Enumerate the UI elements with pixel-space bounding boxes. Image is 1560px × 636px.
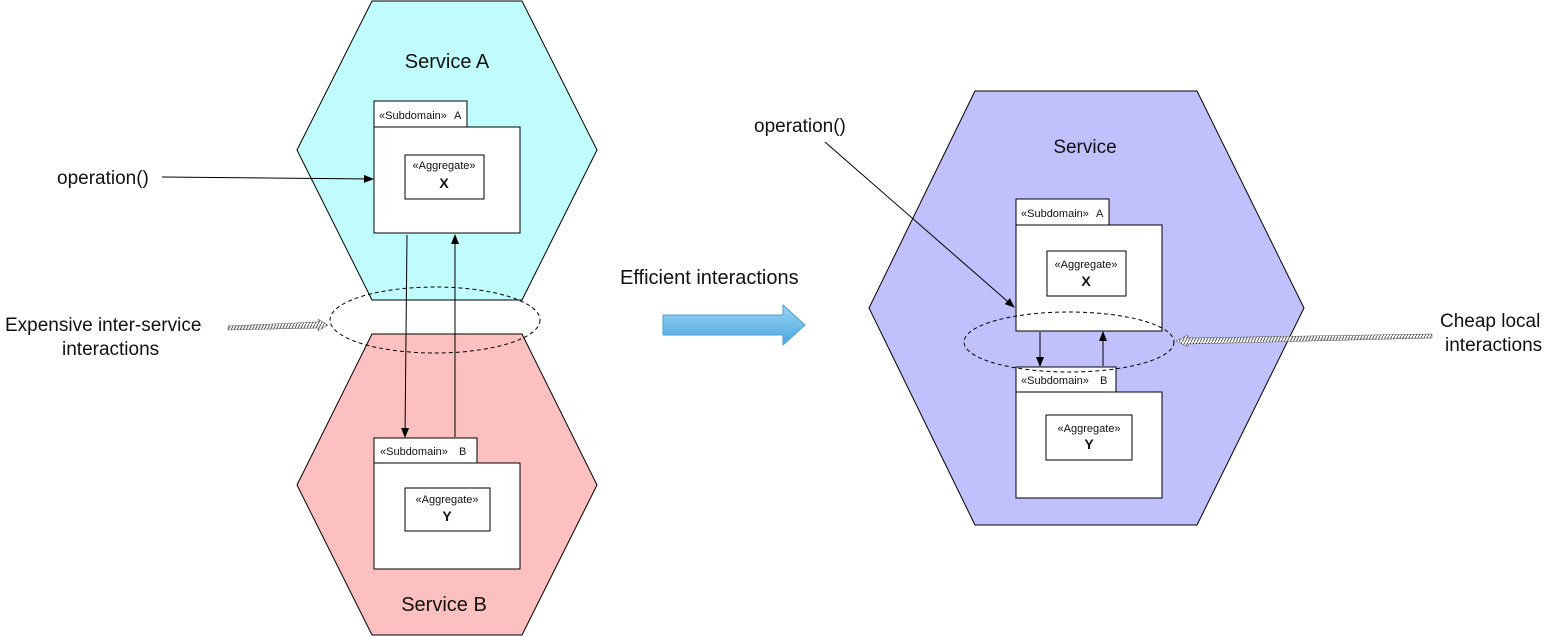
service-a-title: Service A [405, 51, 490, 73]
subdomain-a-body [373, 126, 521, 234]
efficient-big-arrow [662, 303, 806, 347]
cheap-hatched-arrow [1175, 333, 1433, 348]
right-aggregate-x-box: «Aggregate» X [1046, 250, 1127, 297]
aggregate-x-box: «Aggregate» X [404, 154, 485, 200]
aggregate-x-stereotype: «Aggregate» [413, 160, 476, 172]
service-a: Service A «Subdomain» A «Aggregate» X [296, 0, 598, 301]
expensive-hatched-arrow [227, 318, 329, 332]
aggregate-x-rect [404, 154, 485, 200]
right-aggregate-y-name: Y [1084, 436, 1094, 452]
subdomain-b-stereotype: «Subdomain» [380, 446, 448, 458]
aggregate-x-name: X [439, 175, 449, 191]
cheap-label-line2: interactions [1445, 335, 1542, 356]
right-subdomain-a-name: A [1096, 208, 1104, 220]
service-b: Service B «Subdomain» B «Aggregate» Y [296, 333, 598, 636]
expensive-label-line2: interactions [62, 339, 159, 360]
expensive-label-line1: Expensive inter-service [5, 315, 201, 336]
right-subdomain-b-name: B [1100, 375, 1107, 387]
subdomain-a-name: A [454, 110, 462, 122]
subdomain-a-stereotype: «Subdomain» [379, 110, 447, 122]
right-subdomain-b-stereotype: «Subdomain» [1021, 375, 1089, 387]
service-title: Service [1053, 137, 1116, 158]
service-b-title: Service B [401, 594, 487, 616]
aggregate-y-box: «Aggregate» Y [404, 487, 491, 532]
right-operation-label: operation() [754, 116, 846, 137]
right-aggregate-x-rect [1046, 250, 1127, 297]
right-subdomain-a-tab [1015, 198, 1110, 226]
subdomain-b-name: B [459, 446, 466, 458]
aggregate-y-name: Y [442, 508, 452, 524]
right-subdomain-a-package: «Subdomain» A [1015, 198, 1163, 332]
service-combined: Service «Subdomain» A «Aggregate» X «Sub… [868, 90, 1305, 526]
subdomain-a-package: «Subdomain» A [373, 100, 521, 234]
right-aggregate-y-box: «Aggregate» Y [1045, 414, 1133, 461]
left-operation-arrow [161, 174, 374, 183]
right-aggregate-y-rect [1045, 414, 1133, 461]
left-operation-label: operation() [57, 168, 149, 189]
right-aggregate-x-name: X [1081, 273, 1091, 289]
right-interaction-ellipse [963, 311, 1175, 373]
left-call-arrow-down [401, 234, 410, 438]
right-subdomain-a-stereotype: «Subdomain» [1021, 208, 1089, 220]
efficient-interactions-label: Efficient interactions [620, 267, 799, 289]
right-subdomain-b-tab [1015, 366, 1117, 393]
subdomain-a-tab [373, 100, 468, 128]
aggregate-y-rect [404, 487, 491, 532]
right-aggregate-x-stereotype: «Aggregate» [1055, 259, 1118, 271]
right-aggregate-y-stereotype: «Aggregate» [1058, 423, 1121, 435]
left-interaction-ellipse [329, 286, 541, 354]
right-operation-arrow [824, 141, 1015, 308]
cheap-label-line1: Cheap local [1440, 311, 1540, 332]
aggregate-y-stereotype: «Aggregate» [416, 494, 479, 506]
